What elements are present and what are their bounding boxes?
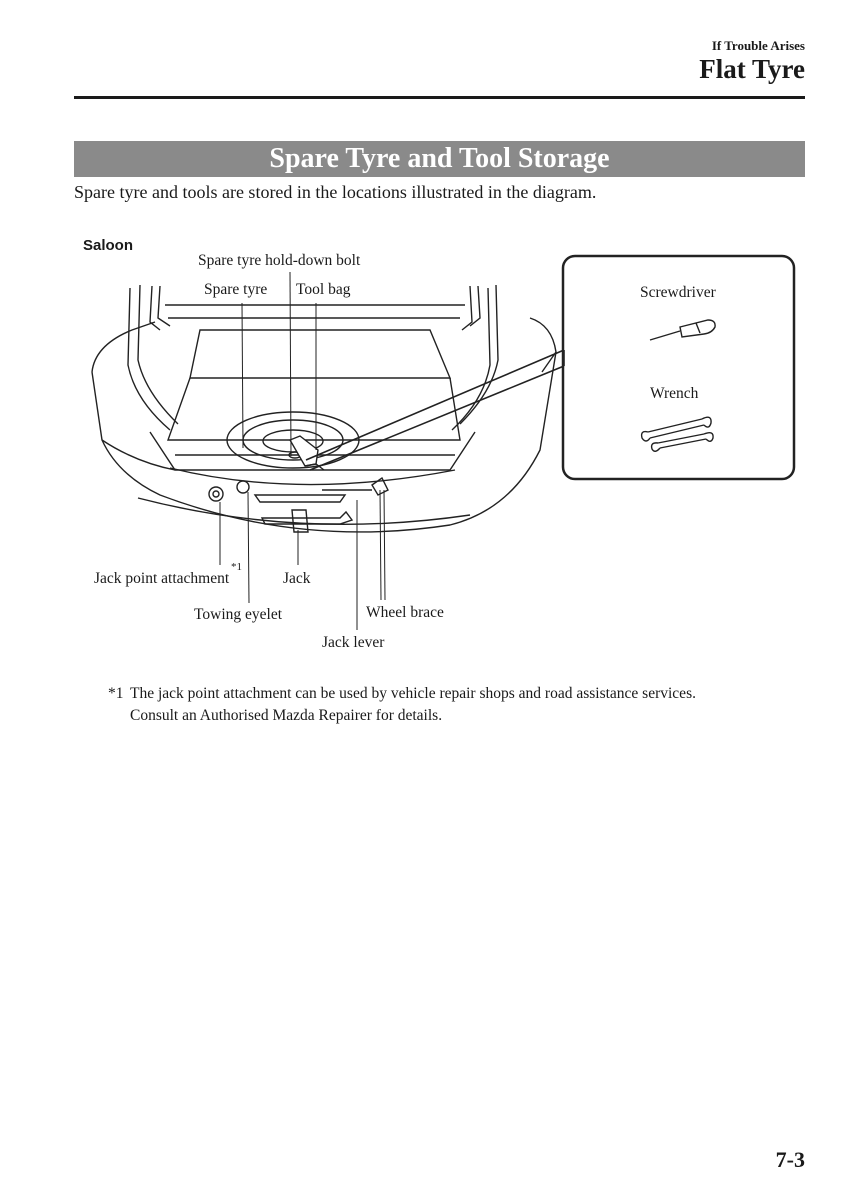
car-body-outline bbox=[91, 317, 557, 533]
tool-inset-box bbox=[561, 254, 796, 481]
variant-label: Saloon bbox=[83, 237, 134, 254]
inset-zoom-lines bbox=[305, 349, 565, 471]
callout-leaders bbox=[219, 271, 386, 630]
callout-tool-bag: Tool bag bbox=[296, 281, 351, 298]
trunk-lid-hinges bbox=[127, 284, 499, 431]
footnote-marker: *1 bbox=[108, 685, 124, 702]
inset-label-wrench: Wrench bbox=[650, 385, 699, 402]
page-number: 7-3 bbox=[775, 1147, 805, 1172]
footnote-line-1: The jack point attachment can be used by… bbox=[130, 685, 696, 702]
section-heading: Spare Tyre and Tool Storage bbox=[74, 141, 805, 177]
trunk-illustration bbox=[91, 254, 796, 630]
inset-label-screwdriver: Screwdriver bbox=[640, 284, 716, 301]
callout-jack: Jack bbox=[283, 570, 311, 587]
callout-spare-tyre: Spare tyre bbox=[204, 281, 268, 298]
callout-hold-down-bolt: Spare tyre hold-down bolt bbox=[198, 252, 361, 269]
screwdriver-icon bbox=[649, 319, 716, 341]
trunk-floor bbox=[167, 329, 461, 456]
spare-tyre-drawing bbox=[226, 411, 360, 471]
running-header-section: If Trouble Arises bbox=[711, 38, 805, 53]
callout-footnote-ref: *1 bbox=[231, 561, 242, 573]
callout-jack-point-attachment: Jack point attachment bbox=[94, 570, 230, 587]
callout-towing-eyelet: Towing eyelet bbox=[194, 606, 283, 623]
footnote: *1 The jack point attachment can be used … bbox=[108, 683, 696, 727]
intro-paragraph: Spare tyre and tools are stored in the l… bbox=[74, 182, 597, 202]
header-rule bbox=[74, 96, 805, 99]
wrench-icon bbox=[640, 416, 714, 452]
footnote-line-2: Consult an Authorised Mazda Repairer for… bbox=[130, 707, 443, 724]
floor-tools bbox=[208, 476, 389, 533]
callout-jack-lever: Jack lever bbox=[322, 634, 385, 651]
page-title: Flat Tyre bbox=[699, 54, 805, 84]
callout-wheel-brace: Wheel brace bbox=[366, 604, 444, 621]
